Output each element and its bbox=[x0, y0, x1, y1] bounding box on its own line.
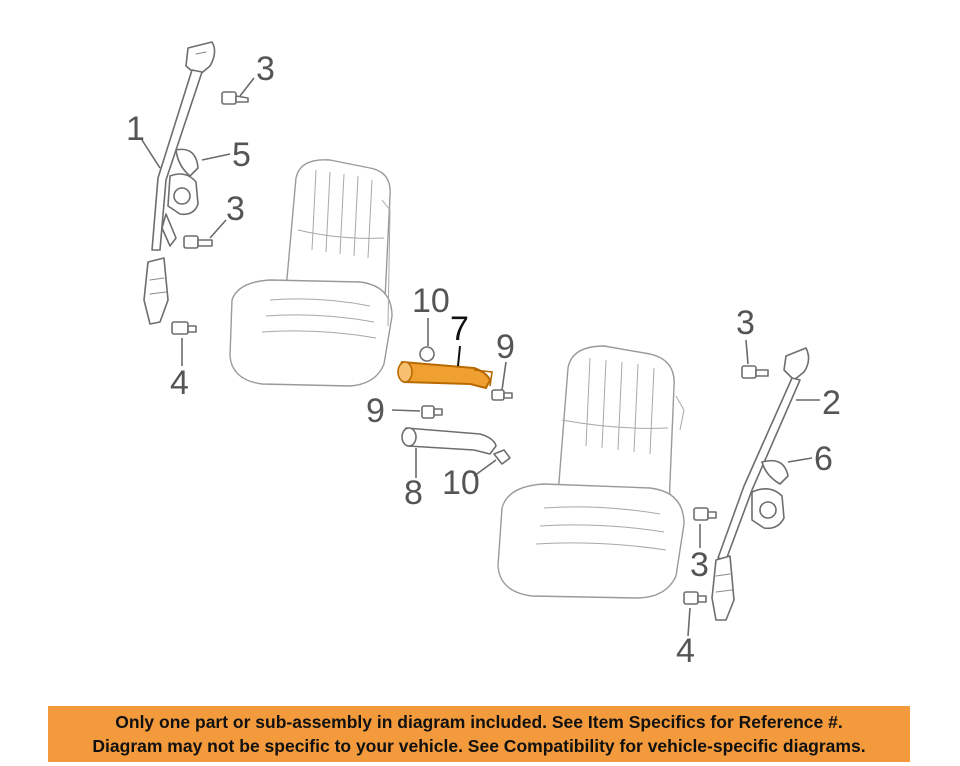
callout-8: 8 bbox=[404, 474, 423, 512]
callout-1: 1 bbox=[126, 110, 145, 148]
callout-3-mid-left: 3 bbox=[226, 190, 245, 228]
callout-6: 6 bbox=[814, 440, 833, 478]
callout-labels: 1 5 3 3 4 3 2 6 3 4 10 7 9 9 8 10 bbox=[126, 50, 841, 670]
callout-9-left: 9 bbox=[366, 392, 385, 430]
notice-banner: Only one part or sub-assembly in diagram… bbox=[48, 706, 910, 762]
bolt-3-top-left bbox=[221, 91, 249, 105]
left-seat bbox=[229, 159, 393, 387]
bolt-4-left bbox=[171, 321, 197, 335]
callout-10-top: 10 bbox=[412, 282, 450, 320]
callout-3-top-left: 3 bbox=[256, 50, 275, 88]
callout-5: 5 bbox=[232, 136, 251, 174]
callout-3-low-right: 3 bbox=[690, 546, 709, 584]
callout-4-left: 4 bbox=[170, 364, 189, 402]
left-belt-assembly bbox=[143, 41, 216, 325]
parts-diagram: 1 5 3 3 4 3 2 6 3 4 10 7 9 9 8 10 bbox=[126, 41, 841, 670]
bolt-4-right bbox=[683, 591, 707, 605]
bolts bbox=[171, 91, 769, 605]
notice-line-1: Only one part or sub-assembly in diagram… bbox=[115, 712, 843, 732]
fasteners bbox=[419, 346, 513, 465]
notice-line-2: Diagram may not be specific to your vehi… bbox=[92, 736, 866, 756]
callout-3-top-right: 3 bbox=[736, 304, 755, 342]
right-seat bbox=[497, 345, 685, 599]
bolt-3-low-right bbox=[693, 507, 717, 521]
callout-10-bottom: 10 bbox=[442, 464, 480, 502]
bolt-3-top-right bbox=[741, 365, 769, 379]
callout-4-right: 4 bbox=[676, 632, 695, 670]
callout-2: 2 bbox=[822, 384, 841, 422]
part-7-buckle-highlighted[interactable] bbox=[397, 361, 493, 389]
right-belt-assembly bbox=[711, 347, 810, 621]
bolt-3-mid-left bbox=[183, 235, 213, 249]
part-8-buckle bbox=[401, 427, 497, 455]
callout-9-right: 9 bbox=[496, 328, 515, 366]
callout-7: 7 bbox=[450, 310, 469, 348]
leader-lines bbox=[141, 77, 820, 637]
